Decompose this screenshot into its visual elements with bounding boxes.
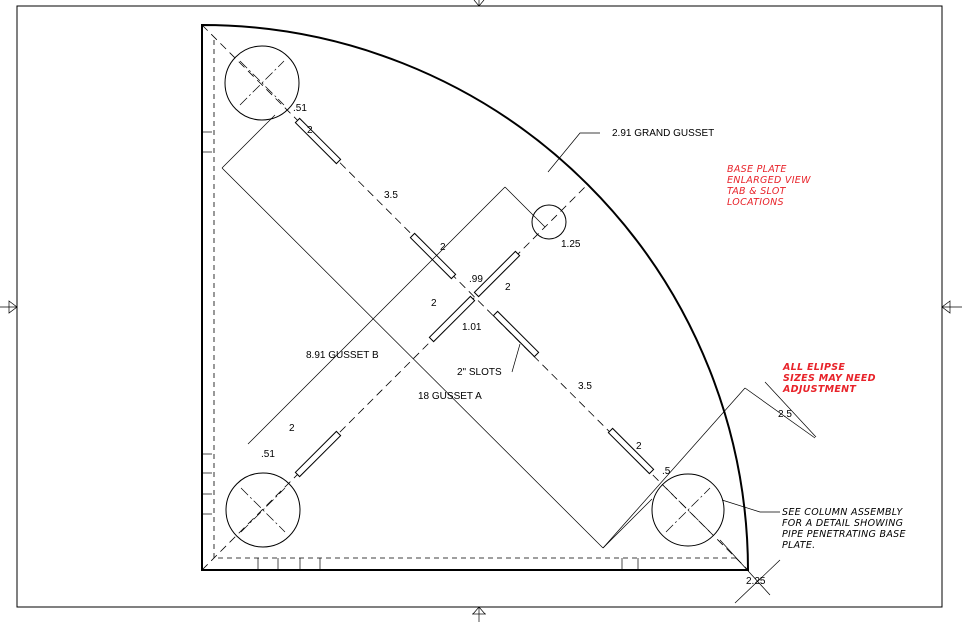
label-d-35-bottom: 3.5 <box>578 381 592 392</box>
note-line: TAB & SLOT <box>727 186 786 197</box>
label-gusset-a: 18 GUSSET A <box>418 391 482 402</box>
note-line: BASE PLATE <box>727 164 787 175</box>
gusset-a-centerline <box>201 24 749 571</box>
label-slots: 2" SLOTS <box>457 367 502 378</box>
note-enlarged-view: BASE PLATE ENLARGED VIEW TAB & SLOT LOCA… <box>727 164 811 208</box>
label-d-2-right: 2 <box>505 282 511 293</box>
slot <box>409 232 457 280</box>
label-d-2-25: 2.25 <box>746 576 766 587</box>
dim-gusset-a <box>221 114 653 549</box>
label-d-2-5: 2.5 <box>778 409 792 420</box>
label-d-2-left: 2 <box>431 298 437 309</box>
label-gusset-b: 8.91 GUSSET B <box>306 350 379 361</box>
label-d-2-lower: 2 <box>636 441 642 452</box>
slot <box>492 310 540 358</box>
label-d-99: .99 <box>469 274 483 285</box>
label-d-2-bottomleft: 2 <box>289 423 295 434</box>
note-ellipse-sizes: ALL ELIPSE SIZES MAY NEED ADJUSTMENT <box>783 362 876 395</box>
slot <box>428 295 476 343</box>
leader-slots <box>511 343 521 373</box>
label-d-101: 1.01 <box>462 322 482 333</box>
base-plate-outline <box>201 23 750 571</box>
dim-2-5 <box>602 381 817 549</box>
label-d-2-top: 2 <box>307 125 313 136</box>
gusset-b-centerline <box>201 185 587 571</box>
leader-grand-gusset <box>547 132 600 173</box>
pipe-circle-bottom-left <box>225 472 301 548</box>
frame-marker-bottom <box>472 606 486 622</box>
note-line: ALL ELIPSE <box>783 362 846 373</box>
label-d-35-top: 3.5 <box>384 190 398 201</box>
label-d-125: 1.25 <box>561 239 581 250</box>
note-line: ENLARGED VIEW <box>727 175 811 186</box>
note-line: SIZES MAY NEED <box>783 373 876 384</box>
drawing-border <box>16 5 943 608</box>
note-line: SEE COLUMN ASSEMBLY <box>782 507 903 518</box>
label-d-5: .5 <box>662 466 671 477</box>
slot <box>607 427 655 475</box>
label-d-51-top: .51 <box>293 103 307 114</box>
hidden-edge-lines <box>213 40 740 559</box>
label-grand-gusset: 2.91 GRAND GUSSET <box>612 128 714 139</box>
note-column-assembly: SEE COLUMN ASSEMBLY FOR A DETAIL SHOWING… <box>782 507 906 551</box>
pipe-circle-bottom-right <box>651 473 725 547</box>
note-line: FOR A DETAIL SHOWING <box>782 518 904 529</box>
label-d-51-bottom: .51 <box>261 449 275 460</box>
slot <box>294 117 342 165</box>
note-line: PLATE. <box>782 540 816 551</box>
pipe-circle-top-left <box>224 45 300 121</box>
note-line: ADJUSTMENT <box>783 384 857 395</box>
frame-marker-right <box>941 300 962 314</box>
pipe-circle-small <box>531 204 567 240</box>
frame-marker-left <box>0 300 18 314</box>
edge-ticks <box>202 131 639 570</box>
frame-marker-top <box>473 0 485 7</box>
dim-2-25 <box>719 539 781 604</box>
label-d-2-mid: 2 <box>440 242 446 253</box>
note-line: PIPE PENETRATING BASE <box>782 529 906 540</box>
slot <box>473 250 521 298</box>
slot <box>294 430 342 478</box>
note-line: LOCATIONS <box>727 197 784 208</box>
leader-column-note <box>721 499 780 513</box>
dim-gusset-b <box>247 186 546 445</box>
